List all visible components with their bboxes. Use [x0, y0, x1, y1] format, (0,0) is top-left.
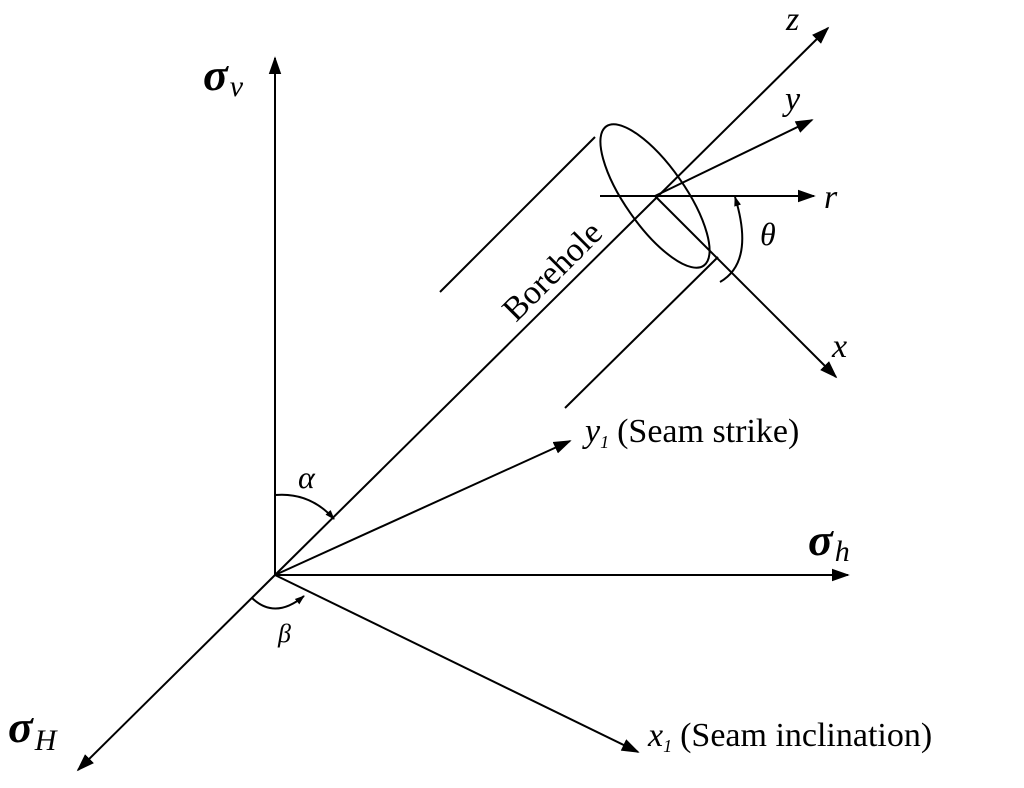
theta-arc	[719, 196, 744, 283]
sigma-h-label: σh	[808, 514, 850, 568]
borehole-cross-section	[599, 123, 711, 269]
alpha-label: α	[298, 459, 316, 495]
x1-axis	[274, 574, 640, 753]
y-axis	[654, 119, 814, 197]
z-label: z	[785, 1, 799, 38]
borehole-wall-upper	[439, 136, 596, 293]
r-label: r	[824, 179, 838, 216]
theta-label: θ	[760, 216, 776, 252]
borehole-wall-lower	[564, 256, 719, 409]
z-axis	[274, 26, 830, 576]
x-axis	[654, 195, 838, 379]
sigma-H-axis	[76, 574, 276, 772]
y1-label: y1(Seam strike)	[582, 413, 799, 452]
x1-label: x1(Seam inclination)	[647, 717, 932, 756]
beta-label: β	[277, 619, 291, 648]
y-label: y	[782, 81, 801, 118]
borehole-label: Borehole	[495, 214, 609, 328]
y1-axis	[274, 440, 572, 576]
beta-arc	[251, 595, 305, 610]
sigma-v-label: σv	[203, 49, 244, 103]
alpha-arc	[274, 493, 335, 520]
sigma-H-label: σH	[8, 701, 59, 757]
x-label: x	[831, 328, 847, 365]
